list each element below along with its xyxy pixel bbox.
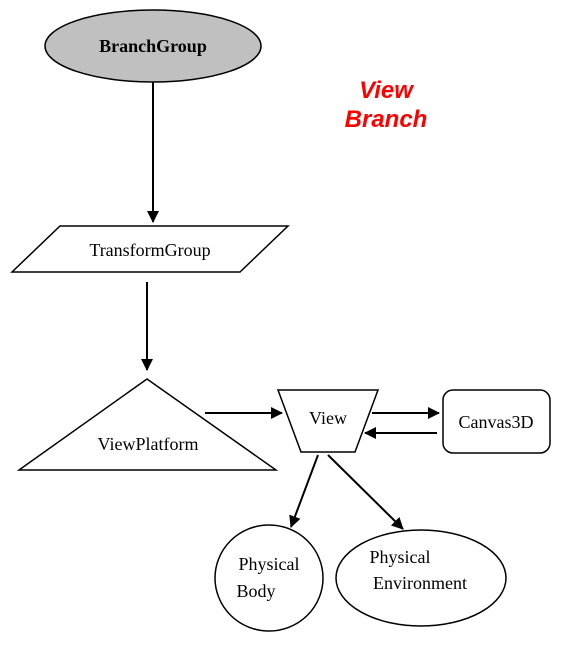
title-line-2: Branch (345, 106, 428, 133)
physical-environment-label-line-1: Physical (370, 547, 431, 567)
node-view: View (276, 389, 380, 453)
node-transformgroup: TransformGroup (10, 225, 290, 273)
physical-body-label-line-1: Physical (239, 554, 300, 574)
view-trapezoid (276, 389, 380, 453)
canvas3d-rectangle (442, 389, 551, 454)
branchgroup-label: BranchGroup (99, 36, 207, 56)
diagram-title: View Branch (345, 77, 428, 133)
edge-view-to-physical-environment (327, 454, 404, 530)
title-line-1: View (359, 77, 414, 104)
edge-view-to-physical-body (289, 454, 319, 528)
physical-body-label-line-2: Body (236, 581, 275, 601)
branchgroup-ellipse (44, 9, 262, 83)
transformgroup-label: TransformGroup (89, 240, 210, 260)
transformgroup-parallelogram (10, 225, 290, 273)
viewplatform-label: ViewPlatform (98, 434, 199, 454)
edges (141, 82, 440, 530)
physical-environment-ellipse (335, 529, 507, 627)
physical-body-ellipse (214, 524, 324, 632)
viewplatform-triangle (16, 378, 279, 471)
node-physical-body: Physical Body (214, 524, 324, 632)
canvas3d-label: Canvas3D (459, 412, 534, 432)
physical-environment-label-line-2: Environment (373, 573, 467, 593)
node-viewplatform: ViewPlatform (16, 378, 279, 471)
node-canvas3d: Canvas3D (442, 389, 551, 454)
node-physical-environment: Physical Environment (335, 529, 507, 627)
node-branchgroup: BranchGroup (44, 9, 262, 83)
view-label: View (309, 408, 347, 428)
